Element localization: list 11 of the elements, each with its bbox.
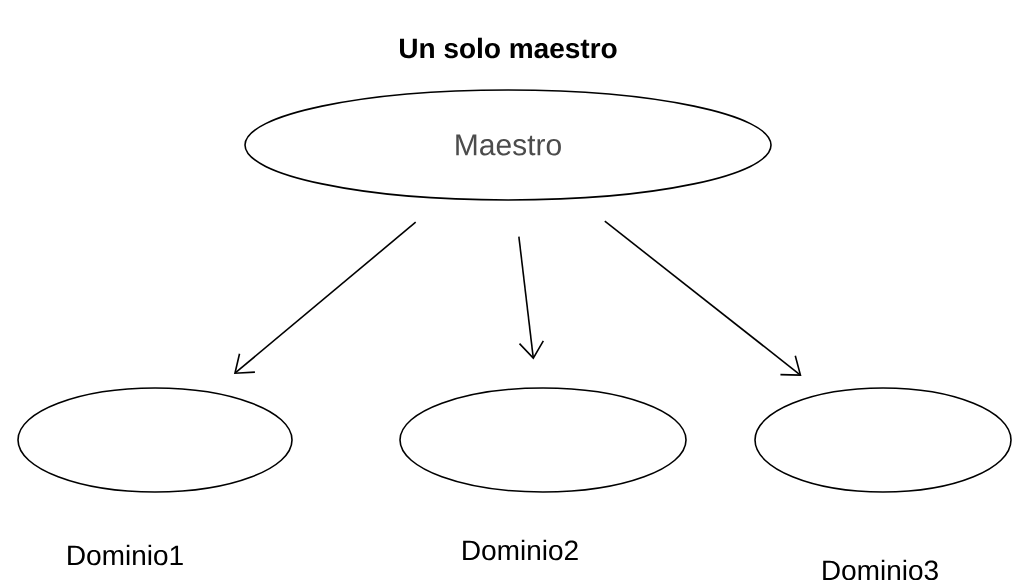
ellipse-node: Maestro	[244, 89, 772, 201]
node-caption: Dominio3	[823, 559, 938, 580]
arrow	[518, 235, 545, 360]
empty-ellipse	[754, 387, 1012, 493]
node-caption: Dominio1	[68, 544, 183, 566]
node-caption: Dominio2	[463, 539, 578, 561]
title: Un solo maestro	[400, 37, 617, 59]
empty-ellipse	[17, 387, 293, 493]
arrow	[233, 221, 417, 375]
arrow	[604, 220, 802, 376]
empty-ellipse	[399, 387, 687, 493]
